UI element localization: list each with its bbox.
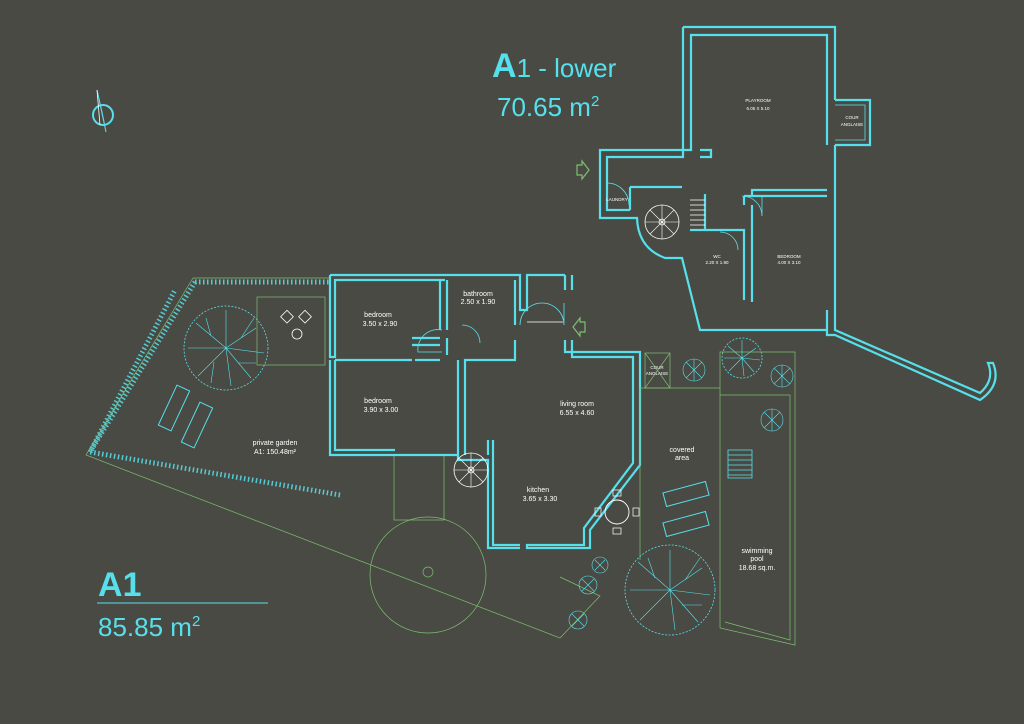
lower-unit-area: 70.65 m2 <box>497 92 599 122</box>
kitchen-label: kitchen <box>527 487 549 494</box>
lower-unit-title: A1 - lower <box>492 47 617 85</box>
tree-icon <box>721 337 763 379</box>
playroom-label: PLAYROOM <box>745 98 770 103</box>
living-room-label: living room <box>560 401 594 408</box>
tree-icon <box>578 575 598 595</box>
entrance-arrow-icon <box>576 159 590 181</box>
tree-icon <box>624 544 716 636</box>
spiral-stair-icon <box>644 204 680 240</box>
pool-size: 18.68 sq.m. <box>739 565 776 572</box>
playroom-size: 6.05 X 5.10 <box>746 106 770 111</box>
garden-size: A1: 150.48m² <box>254 449 297 456</box>
laundry-label: LAUNDRY <box>606 197 627 202</box>
bedroom2-label: bedroom <box>364 398 392 405</box>
cour-lower-label: COUR <box>845 115 859 120</box>
bedroom-lower-size: 4.00 X 3.10 <box>777 260 801 265</box>
wc-label: WC <box>713 254 721 259</box>
tree-icon <box>682 358 706 382</box>
bedroom-lower-label: BEDROOM <box>777 254 801 259</box>
bedroom1-label: bedroom <box>364 312 392 319</box>
dining-table-icon <box>594 489 640 535</box>
patio-chairs <box>280 309 312 340</box>
lower-floor-plan: PLAYROOM 6.05 X 5.10 COUR ANGLAISE LAUND… <box>576 25 997 402</box>
bedroom1-size: 3.50 x 2.90 <box>363 321 398 328</box>
bathroom-size: 2.50 x 1.90 <box>461 299 496 306</box>
tree-icon <box>183 305 269 391</box>
covered-area-label: covered <box>670 447 695 454</box>
tree-icon <box>568 610 588 630</box>
wc-size: 2.20 X 1.90 <box>705 260 729 265</box>
cour-main-label-2: ANGLAISE <box>646 371 669 376</box>
compass-icon <box>92 89 114 133</box>
kitchen-size: 3.65 x 3.30 <box>523 496 558 503</box>
sun-lounger-icon <box>157 384 710 538</box>
cour-lower-label-2: ANGLAISE <box>841 122 864 127</box>
living-room-size: 6.55 x 4.60 <box>560 410 595 417</box>
entrance-arrow-icon <box>572 316 586 338</box>
tree-icon <box>760 408 784 432</box>
main-unit-title: A1 <box>98 566 141 604</box>
tree-icon <box>591 556 609 574</box>
garden-label: private garden <box>253 440 298 447</box>
covered-area-label-2: area <box>675 455 689 462</box>
bathroom-label: bathroom <box>463 291 493 298</box>
spiral-stair-icon <box>453 452 489 488</box>
tree-icon <box>770 364 794 388</box>
pool-label: swimming <box>741 548 772 555</box>
pool-label-2: pool <box>750 556 764 563</box>
main-floor-plan: bedroom 3.50 x 2.90 bathroom 2.50 x 1.90… <box>85 273 796 646</box>
bedroom2-size: 3.90 x 3.00 <box>364 407 399 414</box>
cour-main-label: COUR <box>650 365 664 370</box>
main-unit-area: 85.85 m2 <box>98 612 200 642</box>
